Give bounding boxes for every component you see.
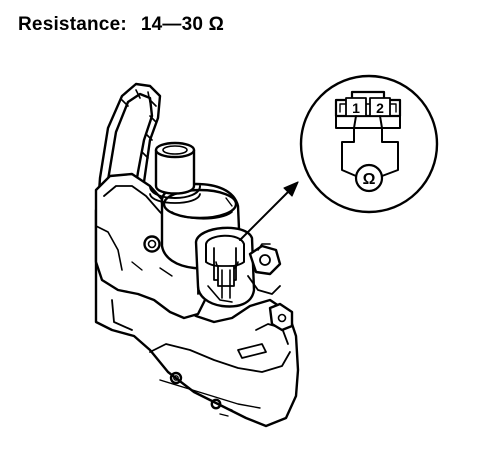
pin-2-label: 2	[376, 100, 384, 116]
solenoid-connector	[194, 226, 256, 308]
bracket-lower-plate	[94, 208, 300, 428]
ohmmeter-icon	[354, 163, 384, 193]
pin-1-label: 1	[352, 100, 360, 116]
ohm-symbol: Ω	[363, 171, 376, 188]
callout-arrow	[239, 181, 299, 241]
resistance-value: 14—30 Ω	[140, 14, 225, 35]
vacuum-nipple	[149, 141, 201, 204]
bolt-nut	[247, 243, 282, 295]
resistance-spec: Resistance: 14—30 Ω	[18, 14, 224, 36]
resistance-label: Resistance:	[18, 14, 127, 35]
connector-inset	[299, 74, 439, 214]
